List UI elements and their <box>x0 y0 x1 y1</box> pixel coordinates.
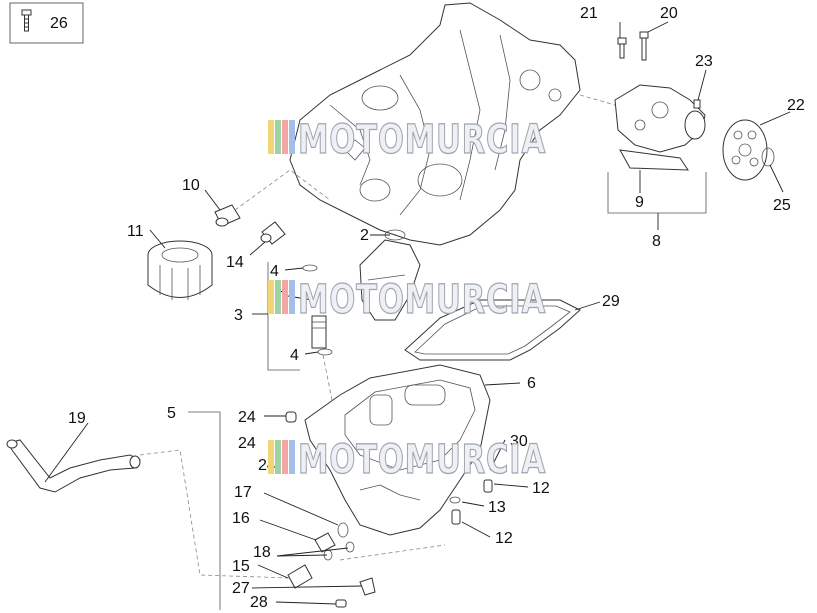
callout-19: 19 <box>68 410 86 427</box>
o-ring-4a[interactable] <box>302 264 318 272</box>
breather-pipe[interactable] <box>6 439 141 493</box>
screw-21[interactable] <box>617 37 627 59</box>
callout-3: 3 <box>234 307 243 324</box>
callout-17: 17 <box>234 484 252 501</box>
oil-pump[interactable] <box>614 84 706 171</box>
callout-20: 20 <box>660 5 678 22</box>
drain-plug-16[interactable] <box>314 532 336 553</box>
washer-18b[interactable] <box>345 541 355 553</box>
circlip[interactable] <box>761 147 775 167</box>
callout-12b: 12 <box>495 530 513 547</box>
callout-4b: 4 <box>290 347 299 364</box>
watermark-middle: MOTOMURCIA <box>268 276 546 324</box>
kit-box-label: 26 <box>50 15 68 32</box>
bracket-27[interactable] <box>359 577 376 596</box>
watermark-top: MOTOMURCIA <box>268 116 546 164</box>
screw-12a[interactable] <box>483 479 493 493</box>
washer-17[interactable] <box>337 522 349 538</box>
callout-12a: 12 <box>532 480 550 497</box>
callout-25: 25 <box>773 197 791 214</box>
callout-5: 5 <box>167 405 176 422</box>
oil-sump[interactable] <box>304 364 491 536</box>
screw-icon <box>21 9 32 32</box>
callout-29: 29 <box>602 293 620 310</box>
callout-11: 11 <box>127 223 144 240</box>
sump-gasket[interactable] <box>404 299 581 361</box>
callout-10: 10 <box>182 177 200 194</box>
watermark-text-bottom: MOTOMURCIA <box>298 437 546 483</box>
callout-23: 23 <box>695 53 713 70</box>
callout-6: 6 <box>527 375 536 392</box>
callout-22: 22 <box>787 97 805 114</box>
screw-24a[interactable] <box>285 411 297 423</box>
pump-sprocket[interactable] <box>722 119 768 181</box>
callout-9: 9 <box>635 194 644 211</box>
callout-24a: 24 <box>238 409 256 426</box>
oil-strainer[interactable] <box>359 229 421 321</box>
washer-13[interactable] <box>449 496 461 504</box>
watermark-text-middle: MOTOMURCIA <box>298 277 546 323</box>
callout-21: 21 <box>580 5 598 22</box>
watermark-text-top: MOTOMURCIA <box>298 117 546 163</box>
callout-16: 16 <box>232 510 250 527</box>
callout-14: 14 <box>226 254 244 271</box>
watermark-bottom: MOTOMURCIA <box>268 436 546 484</box>
callout-2: 2 <box>360 227 369 244</box>
screw-20[interactable] <box>639 31 649 61</box>
callout-30: 30 <box>510 433 528 450</box>
callout-24b: 24 <box>238 435 256 452</box>
pressure-sensor[interactable] <box>260 221 286 245</box>
callout-27: 27 <box>232 580 250 597</box>
callout-8: 8 <box>652 233 661 250</box>
pipe-7[interactable] <box>311 315 327 349</box>
kit-box[interactable]: 26 <box>9 2 84 44</box>
callout-13: 13 <box>488 499 506 516</box>
callout-18: 18 <box>253 544 271 561</box>
sensor-15[interactable] <box>287 564 313 589</box>
crankcase[interactable] <box>289 2 581 246</box>
screw-28[interactable] <box>335 599 347 608</box>
callout-4a: 4 <box>270 263 279 280</box>
oil-filter[interactable] <box>147 240 213 300</box>
plug-23[interactable] <box>693 99 701 109</box>
screw-12b[interactable] <box>451 509 461 525</box>
callout-28: 28 <box>250 594 268 611</box>
callout-15: 15 <box>232 558 250 575</box>
filter-nipple[interactable] <box>214 204 241 227</box>
o-ring-4b[interactable] <box>317 348 333 356</box>
